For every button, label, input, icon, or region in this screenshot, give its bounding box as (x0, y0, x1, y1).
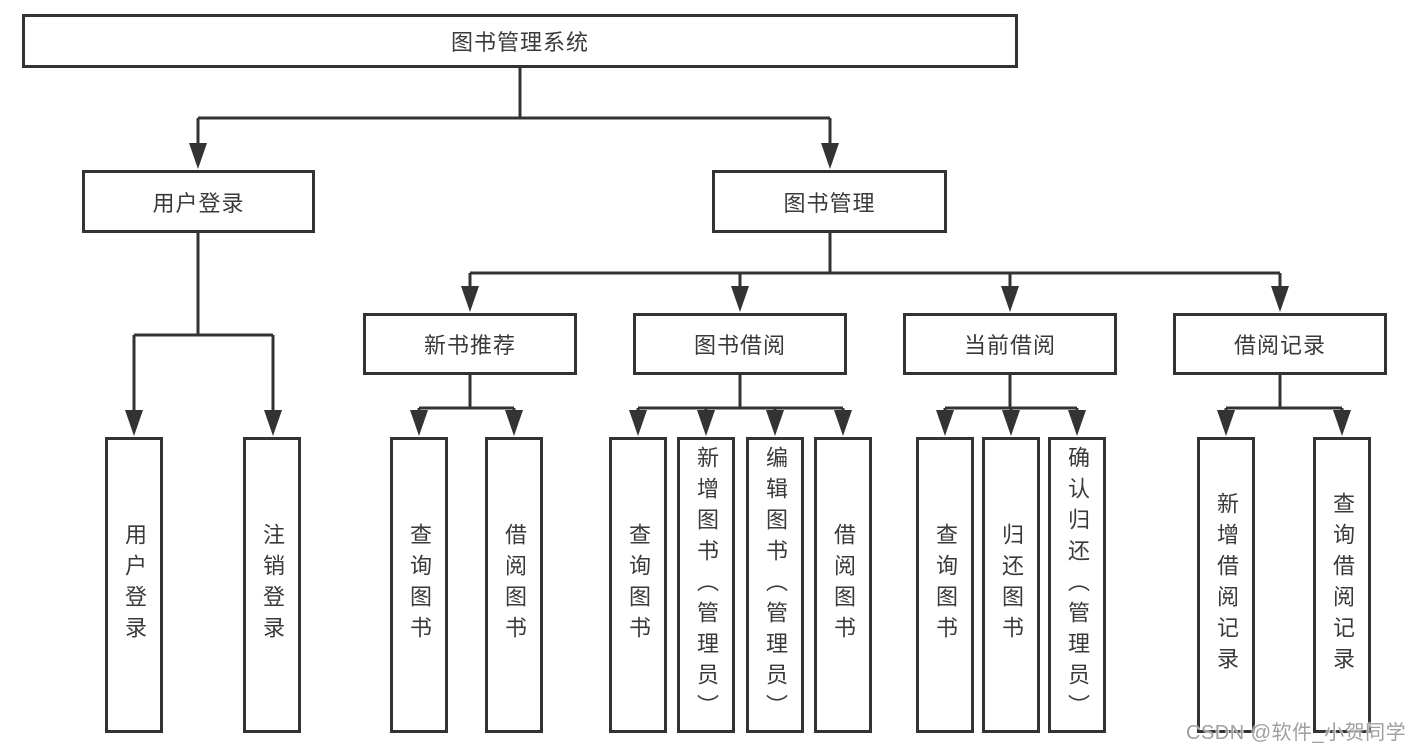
arrowhead-book-management (821, 143, 839, 169)
arrowhead-query-books-3 (936, 410, 954, 436)
leaf-borrow-books-1: 借阅图书 (485, 437, 543, 733)
arrowhead-confirm-return (1068, 410, 1086, 436)
arrowhead-leaf-logout (264, 410, 282, 436)
leaf-edit-books-admin: 编辑图书（管理员） (746, 437, 804, 733)
leaf-query-books-1: 查询图书 (390, 437, 448, 733)
leaf-query-books-3: 查询图书 (916, 437, 974, 733)
arrowhead-return-books (1002, 410, 1020, 436)
arrowhead-current-borrow (1001, 286, 1019, 312)
arrowhead-borrow-books-1 (505, 410, 523, 436)
node-user-login: 用户登录 (82, 170, 315, 233)
leaf-add-borrow-record: 新增借阅记录 (1197, 437, 1255, 733)
arrowhead-book-borrow (731, 286, 749, 312)
connector-root-to-level2 (196, 68, 832, 144)
node-new-book-recommend: 新书推荐 (363, 313, 577, 375)
connector-book-borrow-branch (636, 375, 845, 412)
watermark: CSDN @软件_小贺同学 (1186, 722, 1405, 744)
node-book-management: 图书管理 (712, 170, 947, 233)
node-root-system: 图书管理系统 (22, 14, 1018, 68)
leaf-query-books-2: 查询图书 (609, 437, 667, 733)
leaf-confirm-return-admin: 确认归还（管理员） (1048, 437, 1106, 733)
arrowhead-add-books (697, 410, 715, 436)
connector-user-login-branch (132, 233, 275, 411)
arrowhead-user-login (189, 143, 207, 169)
node-book-borrow: 图书借阅 (633, 313, 847, 375)
arrowhead-query-books-1 (410, 410, 428, 436)
leaf-add-books-admin: 新增图书（管理员） (677, 437, 735, 733)
arrowhead-borrow-records (1271, 286, 1289, 312)
arrowhead-query-borrow-record (1333, 410, 1351, 436)
leaf-query-borrow-record: 查询借阅记录 (1313, 437, 1371, 733)
arrowhead-edit-books (766, 410, 784, 436)
leaf-logout: 注销登录 (243, 437, 301, 733)
connector-current-borrow-branch (943, 375, 1079, 412)
leaf-return-books: 归还图书 (982, 437, 1040, 733)
arrowhead-leaf-user-login (125, 410, 143, 436)
leaf-user-login: 用户登录 (105, 437, 163, 733)
connector-new-book-branch (417, 375, 516, 412)
arrowhead-borrow-books-2 (834, 410, 852, 436)
node-current-borrow: 当前借阅 (903, 313, 1117, 375)
leaf-borrow-books-2: 借阅图书 (814, 437, 872, 733)
arrowhead-new-book-recommend (461, 286, 479, 312)
arrowhead-add-borrow-record (1217, 410, 1235, 436)
arrowhead-query-books-2 (629, 410, 647, 436)
connector-book-management-branch (468, 233, 1282, 288)
connector-borrow-record-branch (1224, 375, 1344, 412)
node-borrow-records: 借阅记录 (1173, 313, 1387, 375)
